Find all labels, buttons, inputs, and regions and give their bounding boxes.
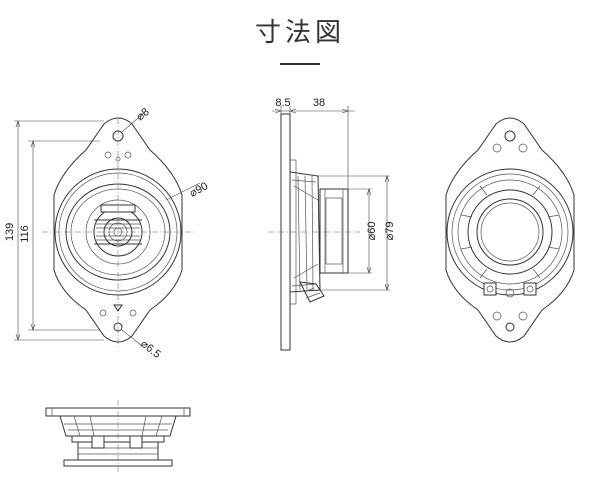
front-view bbox=[14, 111, 201, 348]
dim-hole-bottom: ⌀6.5 bbox=[138, 338, 163, 361]
side-view bbox=[268, 106, 390, 351]
dim-diameter-outer: ⌀90 bbox=[188, 180, 210, 199]
title-underline bbox=[280, 63, 320, 65]
rear-terminal-right bbox=[523, 282, 537, 296]
side-terminal bbox=[299, 281, 325, 303]
rear-terminal-left bbox=[483, 282, 497, 296]
dim-flange-thickness: 8.5 bbox=[275, 97, 290, 109]
bottom-terminal-right bbox=[129, 435, 143, 449]
dim-diameter-magnet: ⌀60 bbox=[366, 222, 378, 241]
rear-mount-hole-bottom bbox=[505, 322, 515, 332]
side-flange bbox=[280, 113, 291, 351]
dim-height-overall: 139 bbox=[4, 223, 16, 241]
page-title: 寸法図 bbox=[254, 17, 345, 47]
rear-mount-hole-top bbox=[504, 130, 516, 142]
bottom-view bbox=[45, 400, 191, 474]
rear-outer-ring bbox=[446, 168, 574, 296]
rear-magnet bbox=[467, 189, 553, 275]
rear-mounting-plate bbox=[445, 117, 575, 343]
side-magnet bbox=[319, 188, 349, 274]
bottom-basket bbox=[59, 415, 177, 437]
dim-height-inner: 116 bbox=[19, 225, 31, 243]
front-mounting-plate bbox=[53, 117, 183, 343]
dim-hole-top: ⌀8 bbox=[134, 106, 151, 123]
bottom-terminal-left bbox=[91, 435, 105, 449]
dim-depth: 38 bbox=[313, 97, 325, 109]
dim-diameter-basket: ⌀79 bbox=[384, 222, 396, 241]
rear-view bbox=[445, 117, 575, 343]
